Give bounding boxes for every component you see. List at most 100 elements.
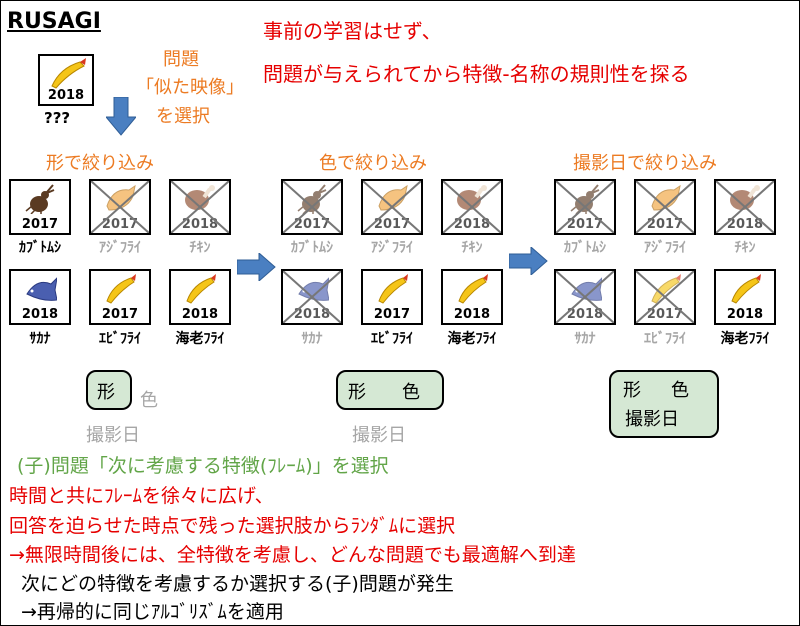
card-year: 2018 [171, 217, 229, 232]
candidate-card: 2018 [714, 269, 776, 325]
candidate-card: 2017 [361, 179, 423, 235]
card-year: 2017 [556, 217, 614, 232]
question-text-1: 問題 [163, 49, 199, 70]
red-line-1: 時間と共にﾌﾚｰﾑを徐々に広げ、 [9, 485, 274, 507]
candidate-card: 2018 [441, 269, 503, 325]
sub-problem-text: (子)問題「次に考慮する特徴(ﾌﾚｰﾑ)」を選択 [17, 455, 389, 477]
candidate-card: 2017 [361, 269, 423, 325]
candidate-card: 2018 [9, 269, 71, 325]
red-line-2: 回答を迫らせた時点で残った選択肢からﾗﾝﾀﾞﾑに選択 [9, 515, 456, 537]
card-year: 2018 [726, 307, 764, 322]
shrimp-fry-icon [51, 58, 86, 89]
cross-icon [283, 181, 341, 233]
card-year: 2017 [101, 307, 139, 322]
question-text-2: 「似た映像」 [136, 77, 244, 98]
right-arrow-icon [237, 253, 276, 281]
card-year: 2018 [453, 307, 491, 322]
right-arrow-icon [509, 247, 548, 275]
card-year: 2017 [636, 217, 694, 232]
feature-box: 形色撮影日 [609, 370, 719, 438]
card-year: 2017 [91, 217, 149, 232]
candidate-card: 2018 [281, 269, 343, 325]
question-text-3: を選択 [156, 106, 210, 127]
stage-heading: 形で絞り込み [46, 153, 154, 174]
cross-icon [636, 181, 694, 233]
card-label: 海老ﾌﾗｲ [175, 331, 225, 347]
shrimp-fry-icon [731, 274, 761, 304]
candidate-card: 2018 [714, 179, 776, 235]
black-line-2: →再帰的に同じｱﾙｺﾞﾘｽﾞﾑを適用 [21, 601, 284, 623]
card-year: 2018 [556, 307, 614, 322]
cross-icon [363, 181, 421, 233]
beetle-icon [570, 184, 600, 214]
shrimp-fry-icon [106, 274, 136, 304]
card-label: ﾁｷﾝ [189, 240, 211, 256]
candidate-card: 2018 [554, 269, 616, 325]
candidate-card: 2017 [554, 179, 616, 235]
question-card-label: ??? [44, 109, 71, 127]
feature-active: 形 [348, 382, 366, 403]
card-label: ｱｼﾞﾌﾗｲ [371, 240, 413, 256]
cross-icon [556, 271, 614, 323]
card-label: ｴﾋﾞﾌﾗｲ [99, 331, 141, 347]
feature-inactive: 色 [140, 390, 158, 411]
card-label: ｻｶﾅ [574, 331, 596, 347]
card-year: 2018 [283, 307, 341, 322]
feature-box: 形 [86, 370, 132, 410]
feature-inactive: 撮影日 [86, 425, 140, 446]
card-label: ｶﾌﾞﾄﾑｼ [564, 240, 606, 256]
down-arrow-icon [106, 97, 136, 136]
question-card: 2018 [38, 54, 94, 106]
card-label: ｻｶﾅ [29, 331, 51, 347]
shrimp-fry-icon [378, 274, 408, 304]
stage-heading: 撮影日で絞り込み [573, 153, 717, 174]
candidate-card: 2017 [634, 269, 696, 325]
card-label: ｶﾌﾞﾄﾑｼ [291, 240, 333, 256]
candidate-card: 2018 [441, 179, 503, 235]
feature-active: 色 [402, 382, 420, 403]
card-year: 2018 [716, 217, 774, 232]
page-title: RUSAGI [7, 9, 101, 34]
cross-icon [171, 181, 229, 233]
note-line-2: 問題が与えられてから特徴-名称の規則性を探る [263, 62, 690, 86]
cross-icon [716, 181, 774, 233]
card-year: 2017 [21, 217, 59, 232]
shrimp-fry-icon [458, 274, 488, 304]
cross-icon [443, 181, 501, 233]
candidate-card: 2018 [169, 179, 231, 235]
card-year: 2017 [373, 307, 411, 322]
fish-icon [26, 277, 57, 301]
card-label: ｱｼﾞﾌﾗｲ [644, 240, 686, 256]
card-label: ｶﾌﾞﾄﾑｼ [19, 240, 61, 256]
red-line-3: →無限時間後には、全特徴を考慮し、どんな問題でも最適解へ到達 [9, 544, 576, 566]
card-label: ｻｶﾅ [301, 331, 323, 347]
card-label: 海老ﾌﾗｲ [447, 331, 497, 347]
card-year: 2018 [443, 217, 501, 232]
cross-icon [91, 181, 149, 233]
cross-icon [636, 271, 694, 323]
note-line-1: 事前の学習はせず、 [263, 19, 442, 43]
feature-inactive: 撮影日 [352, 425, 406, 446]
card-year: 2017 [363, 217, 421, 232]
card-year: 2017 [636, 307, 694, 322]
candidate-card: 2017 [281, 179, 343, 235]
card-label: ﾁｷﾝ [461, 240, 483, 256]
black-line-1: 次にどの特徴を考慮するか選択する(子)問題が発生 [21, 573, 454, 595]
candidate-card: 2018 [169, 269, 231, 325]
card-label: ｴﾋﾞﾌﾗｲ [644, 331, 686, 347]
card-label: ｴﾋﾞﾌﾗｲ [371, 331, 413, 347]
feature-active: 形 [97, 382, 115, 403]
feature-active: 撮影日 [625, 409, 679, 430]
card-year: 2018 [21, 307, 59, 322]
feature-active: 形 [623, 380, 641, 401]
card-year: 2017 [283, 217, 341, 232]
shrimp-fry-icon [186, 274, 216, 304]
feature-box: 形色 [336, 370, 444, 410]
candidate-card: 2017 [634, 179, 696, 235]
card-label: ﾁｷﾝ [734, 240, 756, 256]
beetle-icon [25, 184, 55, 214]
card-label: 海老ﾌﾗｲ [720, 331, 770, 347]
cross-icon [283, 271, 341, 323]
candidate-card: 2017 [9, 179, 71, 235]
